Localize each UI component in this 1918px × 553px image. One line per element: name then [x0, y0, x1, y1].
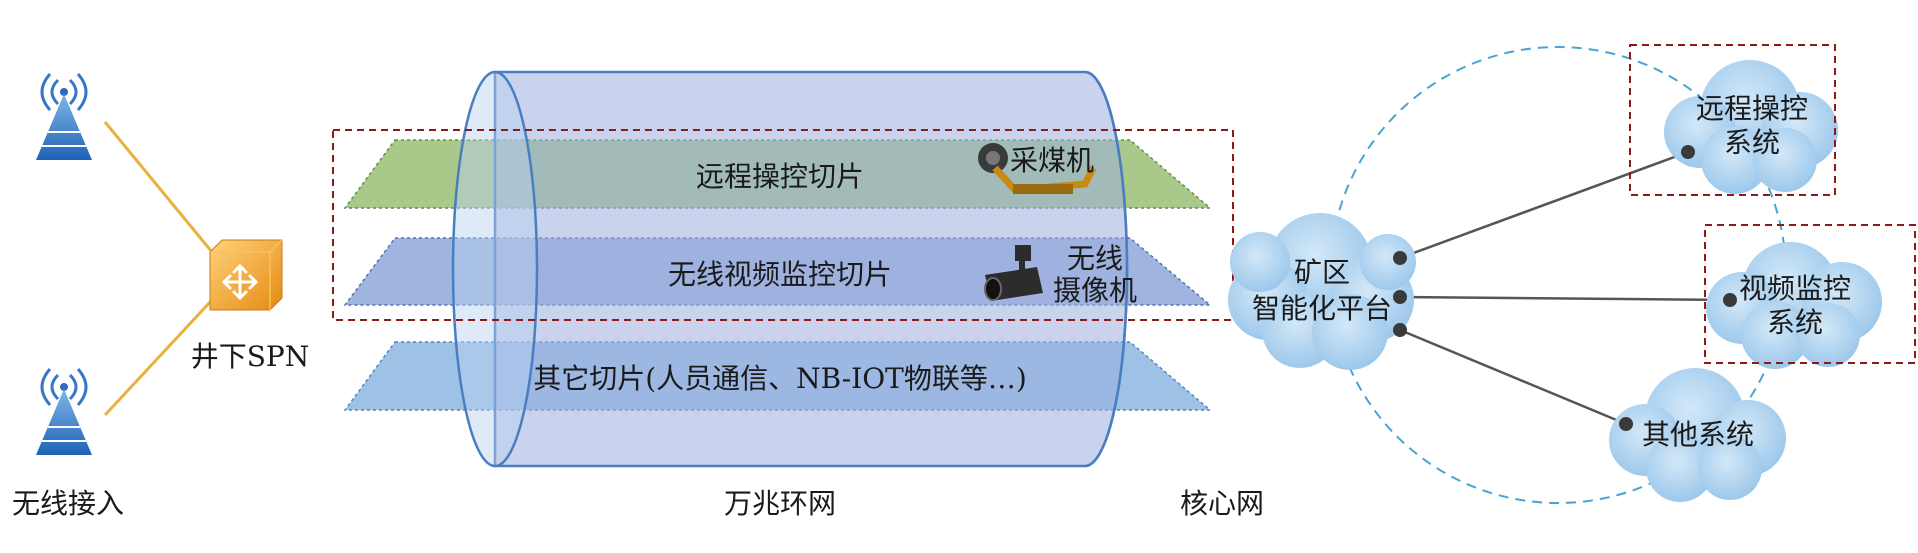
- platform-cloud: [1228, 213, 1416, 370]
- shearer-label: 采煤机: [1010, 144, 1094, 177]
- wireless-tower-icon: [36, 73, 92, 160]
- slice-label-video: 无线视频监控切片: [668, 258, 892, 291]
- video-system-label-line2: 系统: [1767, 306, 1823, 339]
- video-system-highlight-box: [1704, 224, 1916, 364]
- platform-label-line1: 矿区: [1294, 256, 1350, 289]
- remote-system-label-line1: 远程操控: [1696, 92, 1808, 125]
- spn-label: 井下SPN: [191, 340, 310, 373]
- camera-label-line2: 摄像机: [1053, 274, 1137, 307]
- platform-node: [1393, 323, 1407, 337]
- access-label: 无线接入: [12, 487, 124, 520]
- slice-highlight-box: [332, 129, 1234, 321]
- platform-links: [1399, 150, 1731, 426]
- slice-label-other: 其它切片(人员通信、NB-IOT物联等…): [533, 362, 1027, 395]
- spn-links: [103, 121, 214, 417]
- platform-label-line2: 智能化平台: [1252, 292, 1392, 325]
- video-system-cloud: [1706, 242, 1882, 369]
- camera-label-line1: 无线: [1067, 242, 1123, 275]
- ring-network-cylinder: [451, 70, 1129, 468]
- remote-system-node: [1681, 145, 1695, 159]
- core-label: 核心网: [1180, 487, 1264, 520]
- video-system-node: [1723, 293, 1737, 307]
- remote-system-cloud: [1664, 60, 1838, 194]
- video-system-label-line1: 视频监控: [1739, 272, 1851, 305]
- platform-node: [1393, 251, 1407, 265]
- remote-system-label-line2: 系统: [1724, 126, 1780, 159]
- other-system-node: [1619, 417, 1633, 431]
- slice-label-remote: 远程操控切片: [696, 160, 864, 193]
- camera-icon: [984, 245, 1043, 301]
- remote-system-highlight-box: [1629, 44, 1836, 196]
- other-system-label: 其他系统: [1642, 418, 1754, 451]
- wireless-tower-icon: [36, 368, 92, 455]
- ring-label: 万兆环网: [724, 487, 836, 520]
- spn-switch-icon: [209, 239, 283, 311]
- shearer-icon: [978, 143, 1097, 194]
- platform-node: [1393, 290, 1407, 304]
